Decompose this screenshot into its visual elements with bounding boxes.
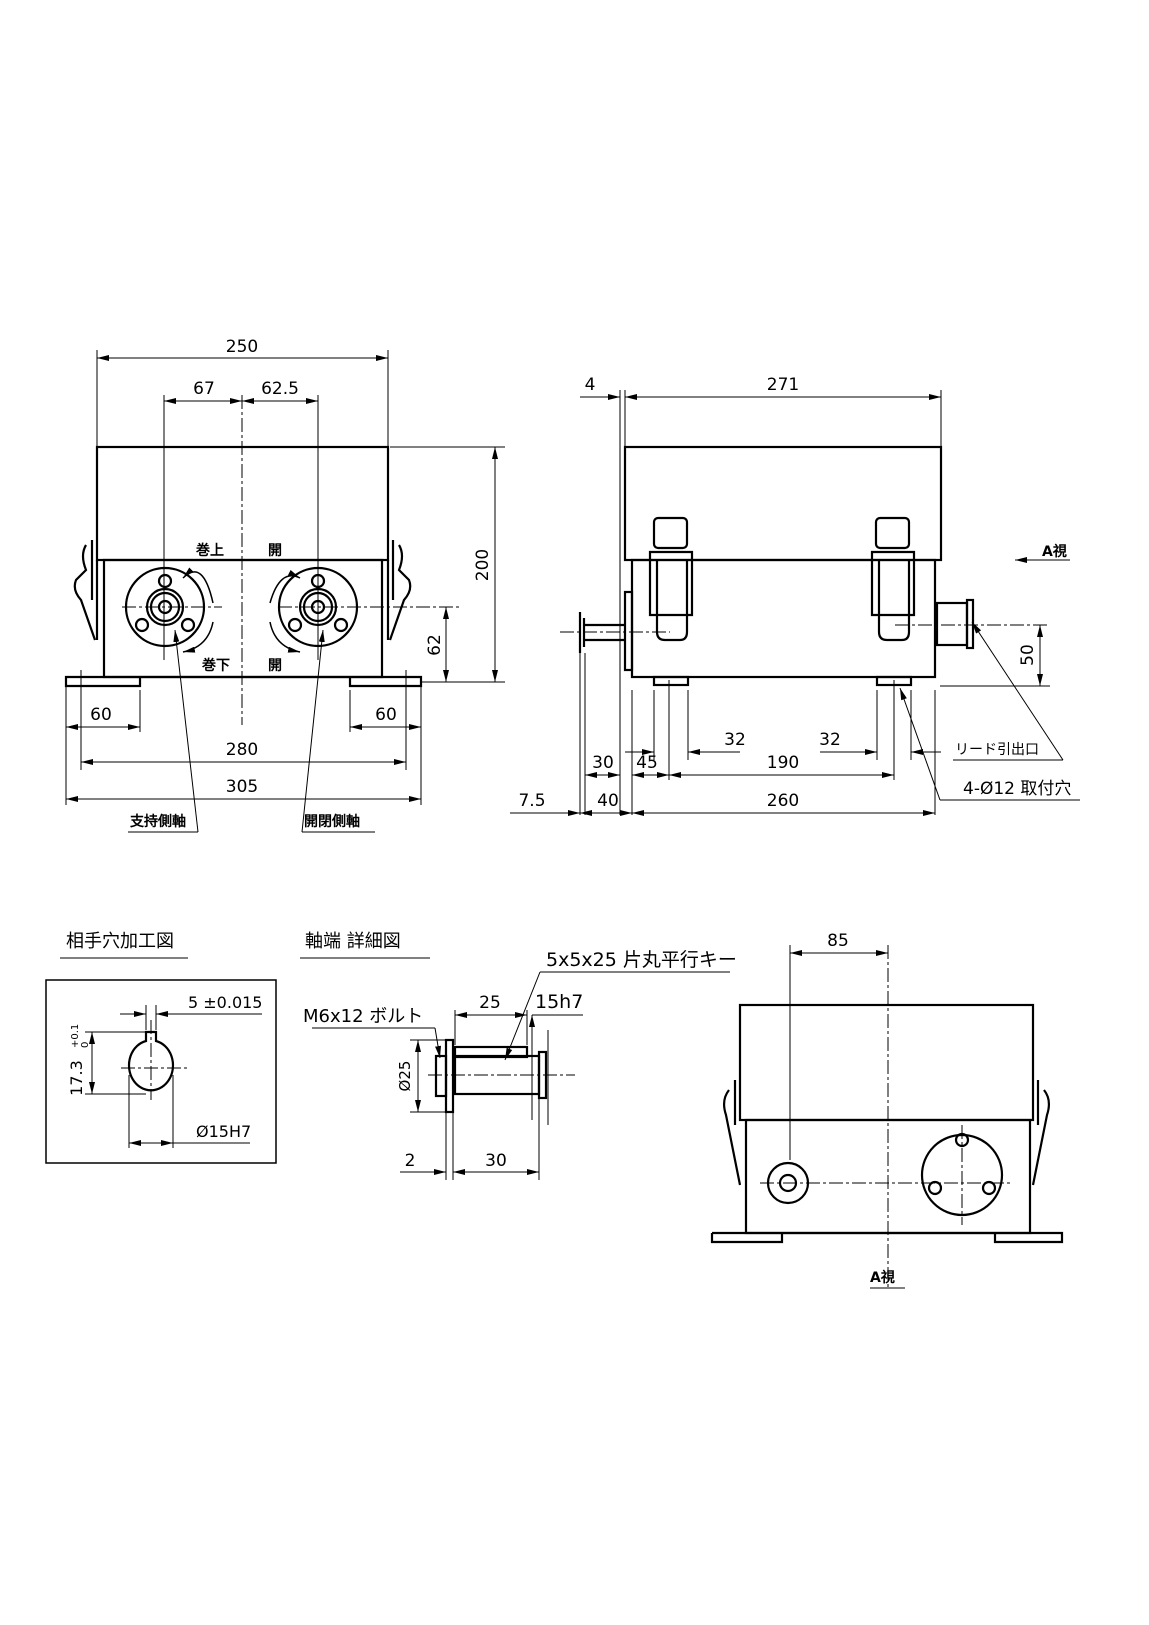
base-plate xyxy=(710,1231,1064,1244)
dim-base-length: 260 xyxy=(767,791,799,811)
base-plate xyxy=(64,675,423,688)
shaft-end-detail: 軸端 詳細図 25 15h7 5x5x25 片丸平行キー M6x12 ボルト Ø… xyxy=(300,931,737,1180)
dim-foot-b: 32 xyxy=(819,730,841,750)
shaft-end-title: 軸端 詳細図 xyxy=(305,931,401,952)
side-view: A視 4 271 50 32 32 30 45 190 7.5 40 2 xyxy=(510,375,1080,816)
dim-height: 200 xyxy=(473,549,493,581)
dim-length: 271 xyxy=(767,375,799,395)
key-depth-dim: 17.3 xyxy=(67,1060,86,1096)
dim-foot-right: 60 xyxy=(375,705,397,725)
dim-foot-left: 60 xyxy=(90,705,112,725)
mating-hole-detail: 相手穴加工図 5 ±0.015 17.3 +0.1 0 Ø15H7 xyxy=(45,931,277,1164)
shaft xyxy=(578,612,625,653)
shaft-length-dim: 30 xyxy=(485,1151,507,1171)
open-top-label: 開 xyxy=(268,543,282,559)
mating-hole-title: 相手穴加工図 xyxy=(66,931,174,952)
key-width-dim: 5 ±0.015 xyxy=(188,993,262,1012)
lid-outline xyxy=(738,1003,1035,1122)
bolt-label: M6x12 ボルト xyxy=(303,1006,423,1027)
key-depth-tol-lower: 0 xyxy=(80,1042,91,1048)
dim-shaft-total: 40 xyxy=(597,791,619,811)
mount-holes-label: 4-Ø12 取付穴 xyxy=(963,779,1071,799)
lead-outlet-box xyxy=(935,601,969,647)
key-depth-tol-upper: +0.1 xyxy=(70,1024,81,1048)
view-a-marker: A視 xyxy=(1042,543,1067,560)
wind-up-label: 巻上 xyxy=(196,542,224,559)
wind-down-label: 巻下 xyxy=(202,657,230,674)
key-length-dim: 25 xyxy=(479,993,501,1013)
keyed-bore xyxy=(127,1030,175,1092)
dim-foot-a: 32 xyxy=(724,730,746,750)
key xyxy=(453,1045,529,1059)
dim-width: 250 xyxy=(226,337,258,357)
dim-hole-pitch: 280 xyxy=(226,740,258,760)
a-view-title: A視 xyxy=(870,1269,895,1286)
dim-shaft-height: 62 xyxy=(425,634,445,656)
support-shaft-label: 支持側軸 xyxy=(129,813,186,830)
dim-flange: 4 xyxy=(585,375,596,395)
dim-hole-pitch: 190 xyxy=(767,753,799,773)
latch xyxy=(648,516,694,642)
open-bottom-label: 開 xyxy=(268,658,282,674)
dim-left-offset: 67 xyxy=(193,379,215,399)
shaft-fit-dim: 15h7 xyxy=(535,991,583,1013)
left-latch xyxy=(73,540,99,641)
bore-dim: Ø15H7 xyxy=(196,1122,251,1141)
right-latch xyxy=(386,540,412,641)
body-outline xyxy=(630,558,937,679)
collar-dia-dim: Ø25 xyxy=(396,1061,414,1092)
lead-outlet-label: リード引出口 xyxy=(955,742,1039,758)
bolt-head xyxy=(434,1054,448,1098)
a-view: 85 A視 xyxy=(710,931,1064,1290)
lid-outline xyxy=(623,445,943,562)
front-view: 巻上 開 巻下 開 250 67 62.5 200 62 60 60 280 3… xyxy=(64,337,505,833)
offset-dim: 85 xyxy=(827,931,849,951)
dim-foot-offset: 45 xyxy=(636,753,658,773)
dim-shaft-tip: 7.5 xyxy=(518,791,545,811)
key-label: 5x5x25 片丸平行キー xyxy=(546,949,737,971)
dim-right-offset: 62.5 xyxy=(261,379,299,399)
dim-shaft-len: 30 xyxy=(592,753,614,773)
latch xyxy=(870,516,916,642)
dim-lead-height: 50 xyxy=(1018,644,1038,666)
open-close-shaft-label: 開閉側軸 xyxy=(304,813,360,830)
gap-dim: 2 xyxy=(405,1151,416,1171)
dim-base-width: 305 xyxy=(226,777,258,797)
